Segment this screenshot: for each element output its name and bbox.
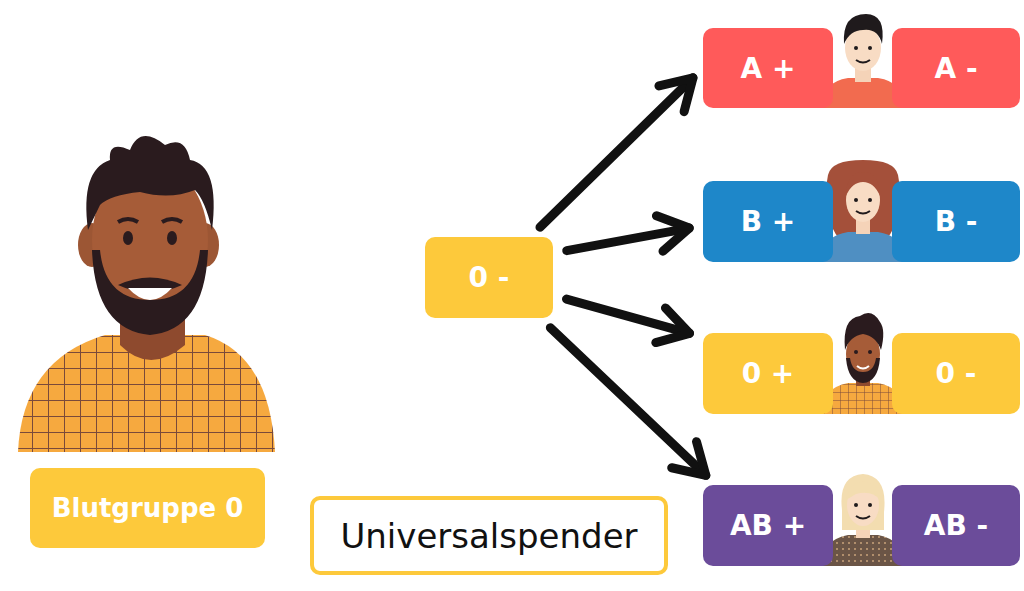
recipient-box: 0 - [892, 333, 1020, 414]
recipient-box: AB - [892, 485, 1020, 566]
recipient-box: B + [703, 181, 833, 262]
arrow-connector [550, 328, 705, 476]
arrow-connector [567, 216, 689, 251]
node-text: AB + [730, 509, 806, 542]
universal-donor-label: Universalspender [310, 496, 668, 575]
arrow-connector [566, 299, 689, 343]
node-text: 0 - [469, 261, 510, 294]
blood-group-label: Blutgruppe 0 [30, 468, 265, 548]
node-text: 0 - [936, 357, 977, 390]
node-text: B - [935, 205, 978, 238]
large-person [18, 136, 275, 452]
recipient-box: B - [892, 181, 1020, 262]
recipient-box: A + [703, 28, 833, 108]
node-text: A + [741, 52, 796, 85]
node-text: Blutgruppe 0 [52, 493, 244, 523]
recipient-box: A - [892, 28, 1020, 108]
node-text: A - [934, 52, 977, 85]
recipient-box: AB + [703, 485, 833, 566]
node-text: B + [741, 205, 796, 238]
blood-type-box: 0 - [425, 237, 553, 318]
node-text: AB - [924, 509, 988, 542]
arrow-connector [540, 78, 693, 227]
node-text: 0 + [742, 357, 795, 390]
recipient-box: 0 + [703, 333, 833, 414]
node-text: Universalspender [340, 516, 637, 556]
